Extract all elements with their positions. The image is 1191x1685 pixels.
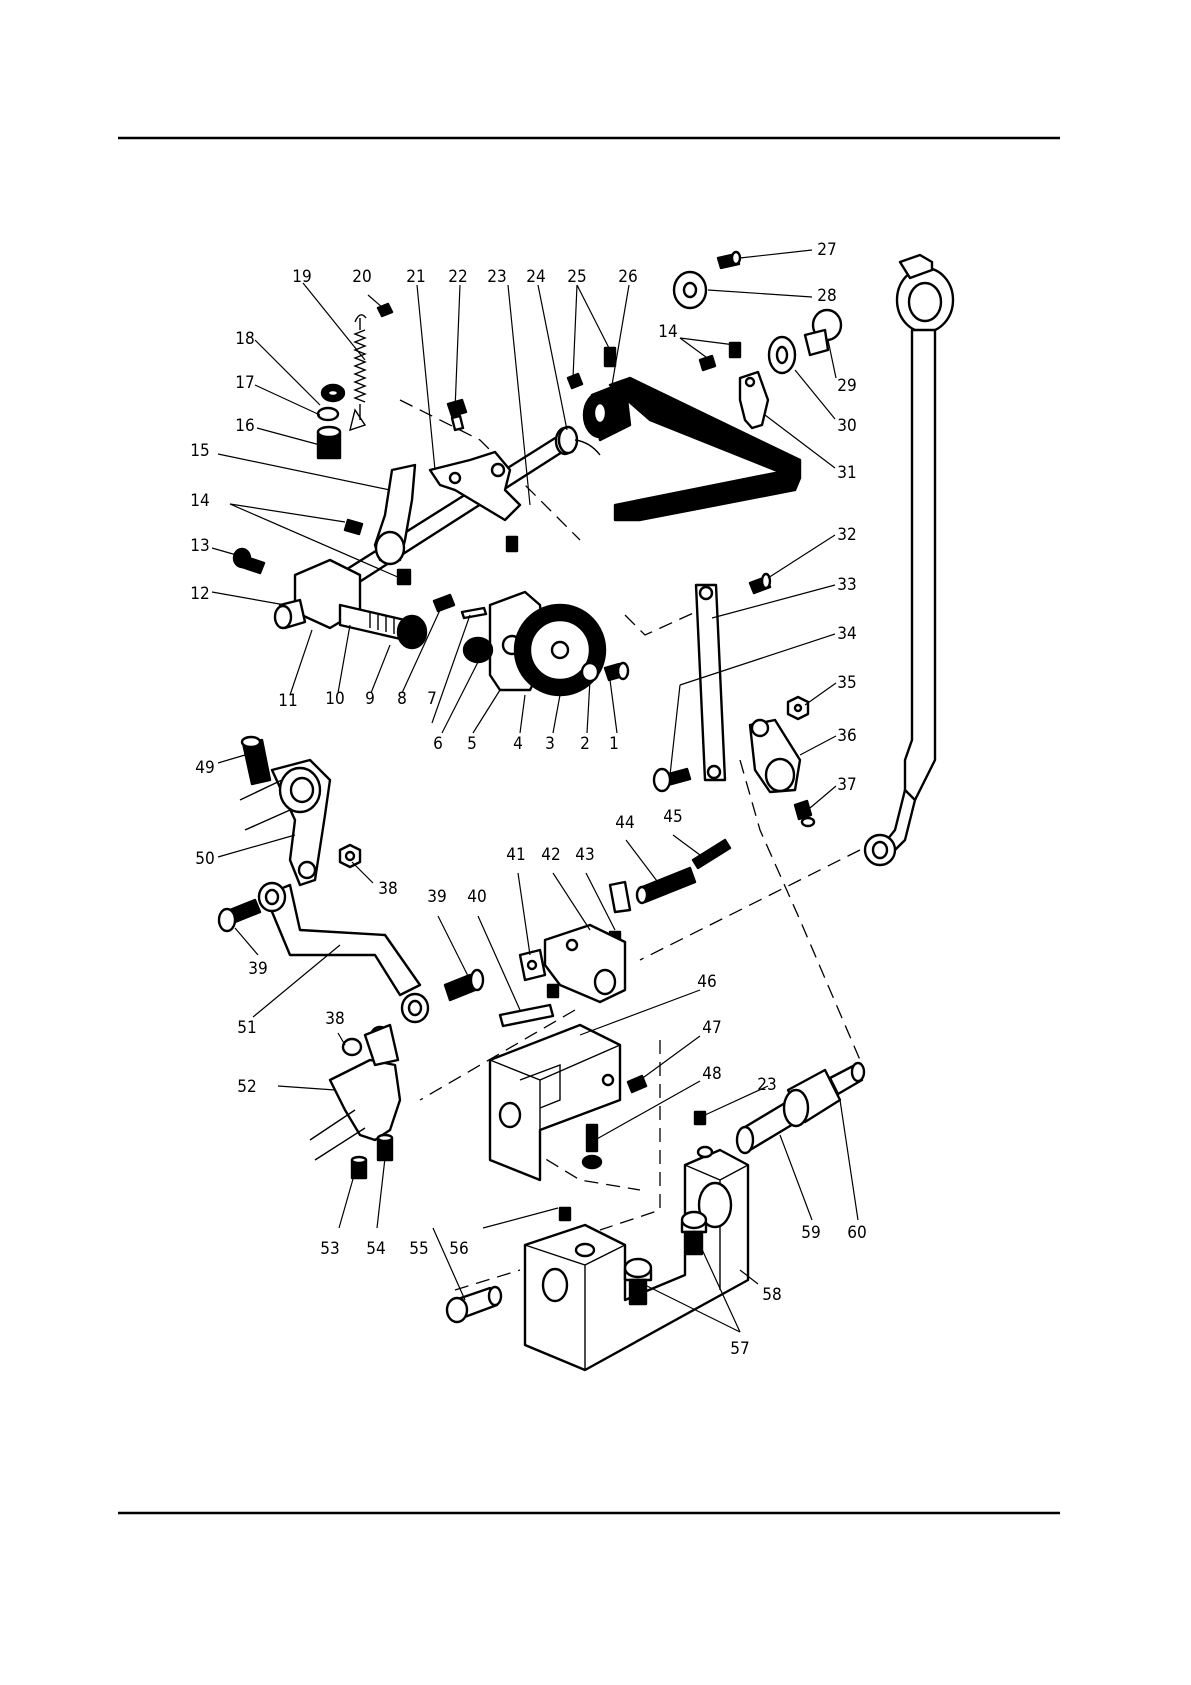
callout-59: 59 xyxy=(801,1223,820,1243)
callout-21: 21 xyxy=(406,267,425,287)
callout-28: 28 xyxy=(817,286,836,306)
callout-6: 6 xyxy=(433,734,443,754)
callout-49: 49 xyxy=(195,758,214,778)
callout-42: 42 xyxy=(541,845,560,865)
callout-37: 37 xyxy=(837,775,856,795)
callout-5: 5 xyxy=(467,734,477,754)
callout-14b: 14 xyxy=(658,322,677,342)
callout-56: 56 xyxy=(449,1239,468,1259)
callout-54: 54 xyxy=(366,1239,385,1259)
callout-17: 17 xyxy=(235,373,254,393)
callout-44: 44 xyxy=(615,813,634,833)
callout-16: 16 xyxy=(235,416,254,436)
callout-31: 31 xyxy=(837,463,856,483)
callout-57: 57 xyxy=(730,1339,749,1359)
callout-41: 41 xyxy=(506,845,525,865)
callout-1: 1 xyxy=(609,734,619,754)
callout-23a: 23 xyxy=(487,267,506,287)
callout-11: 11 xyxy=(278,691,297,711)
callout-38a: 38 xyxy=(378,879,397,899)
callout-52: 52 xyxy=(237,1077,256,1097)
callout-33: 33 xyxy=(837,575,856,595)
callout-60: 60 xyxy=(847,1223,866,1243)
callout-10: 10 xyxy=(325,689,344,709)
callout-7: 7 xyxy=(427,689,437,709)
callout-18: 18 xyxy=(235,329,254,349)
callout-23b: 23 xyxy=(757,1075,776,1095)
callout-12: 12 xyxy=(190,584,209,604)
callout-47: 47 xyxy=(702,1018,721,1038)
callout-35: 35 xyxy=(837,673,856,693)
callout-43: 43 xyxy=(575,845,594,865)
callout-36: 36 xyxy=(837,726,856,746)
callout-26: 26 xyxy=(618,267,637,287)
callout-9: 9 xyxy=(365,689,375,709)
callout-30: 30 xyxy=(837,416,856,436)
callout-48: 48 xyxy=(702,1064,721,1084)
callout-3: 3 xyxy=(545,734,555,754)
callout-34: 34 xyxy=(837,624,856,644)
callout-2: 2 xyxy=(580,734,590,754)
callout-15: 15 xyxy=(190,441,209,461)
callout-24: 24 xyxy=(526,267,545,287)
callout-53: 53 xyxy=(320,1239,339,1259)
callout-27: 27 xyxy=(817,240,836,260)
callout-39a: 39 xyxy=(248,959,267,979)
callout-32: 32 xyxy=(837,525,856,545)
callout-45: 45 xyxy=(663,807,682,827)
callout-39b: 39 xyxy=(427,887,446,907)
callout-51: 51 xyxy=(237,1018,256,1038)
callout-29: 29 xyxy=(837,376,856,396)
callout-14a: 14 xyxy=(190,491,209,511)
callout-20: 20 xyxy=(352,267,371,287)
callout-55: 55 xyxy=(409,1239,428,1259)
callout-8: 8 xyxy=(397,689,407,709)
callout-40: 40 xyxy=(467,887,486,907)
callout-4: 4 xyxy=(513,734,523,754)
callout-58: 58 xyxy=(762,1285,781,1305)
callout-22: 22 xyxy=(448,267,467,287)
callout-13: 13 xyxy=(190,536,209,556)
callout-25: 25 xyxy=(567,267,586,287)
callout-19: 19 xyxy=(292,267,311,287)
callout-50: 50 xyxy=(195,849,214,869)
callout-46: 46 xyxy=(697,972,716,992)
callout-38b: 38 xyxy=(325,1009,344,1029)
